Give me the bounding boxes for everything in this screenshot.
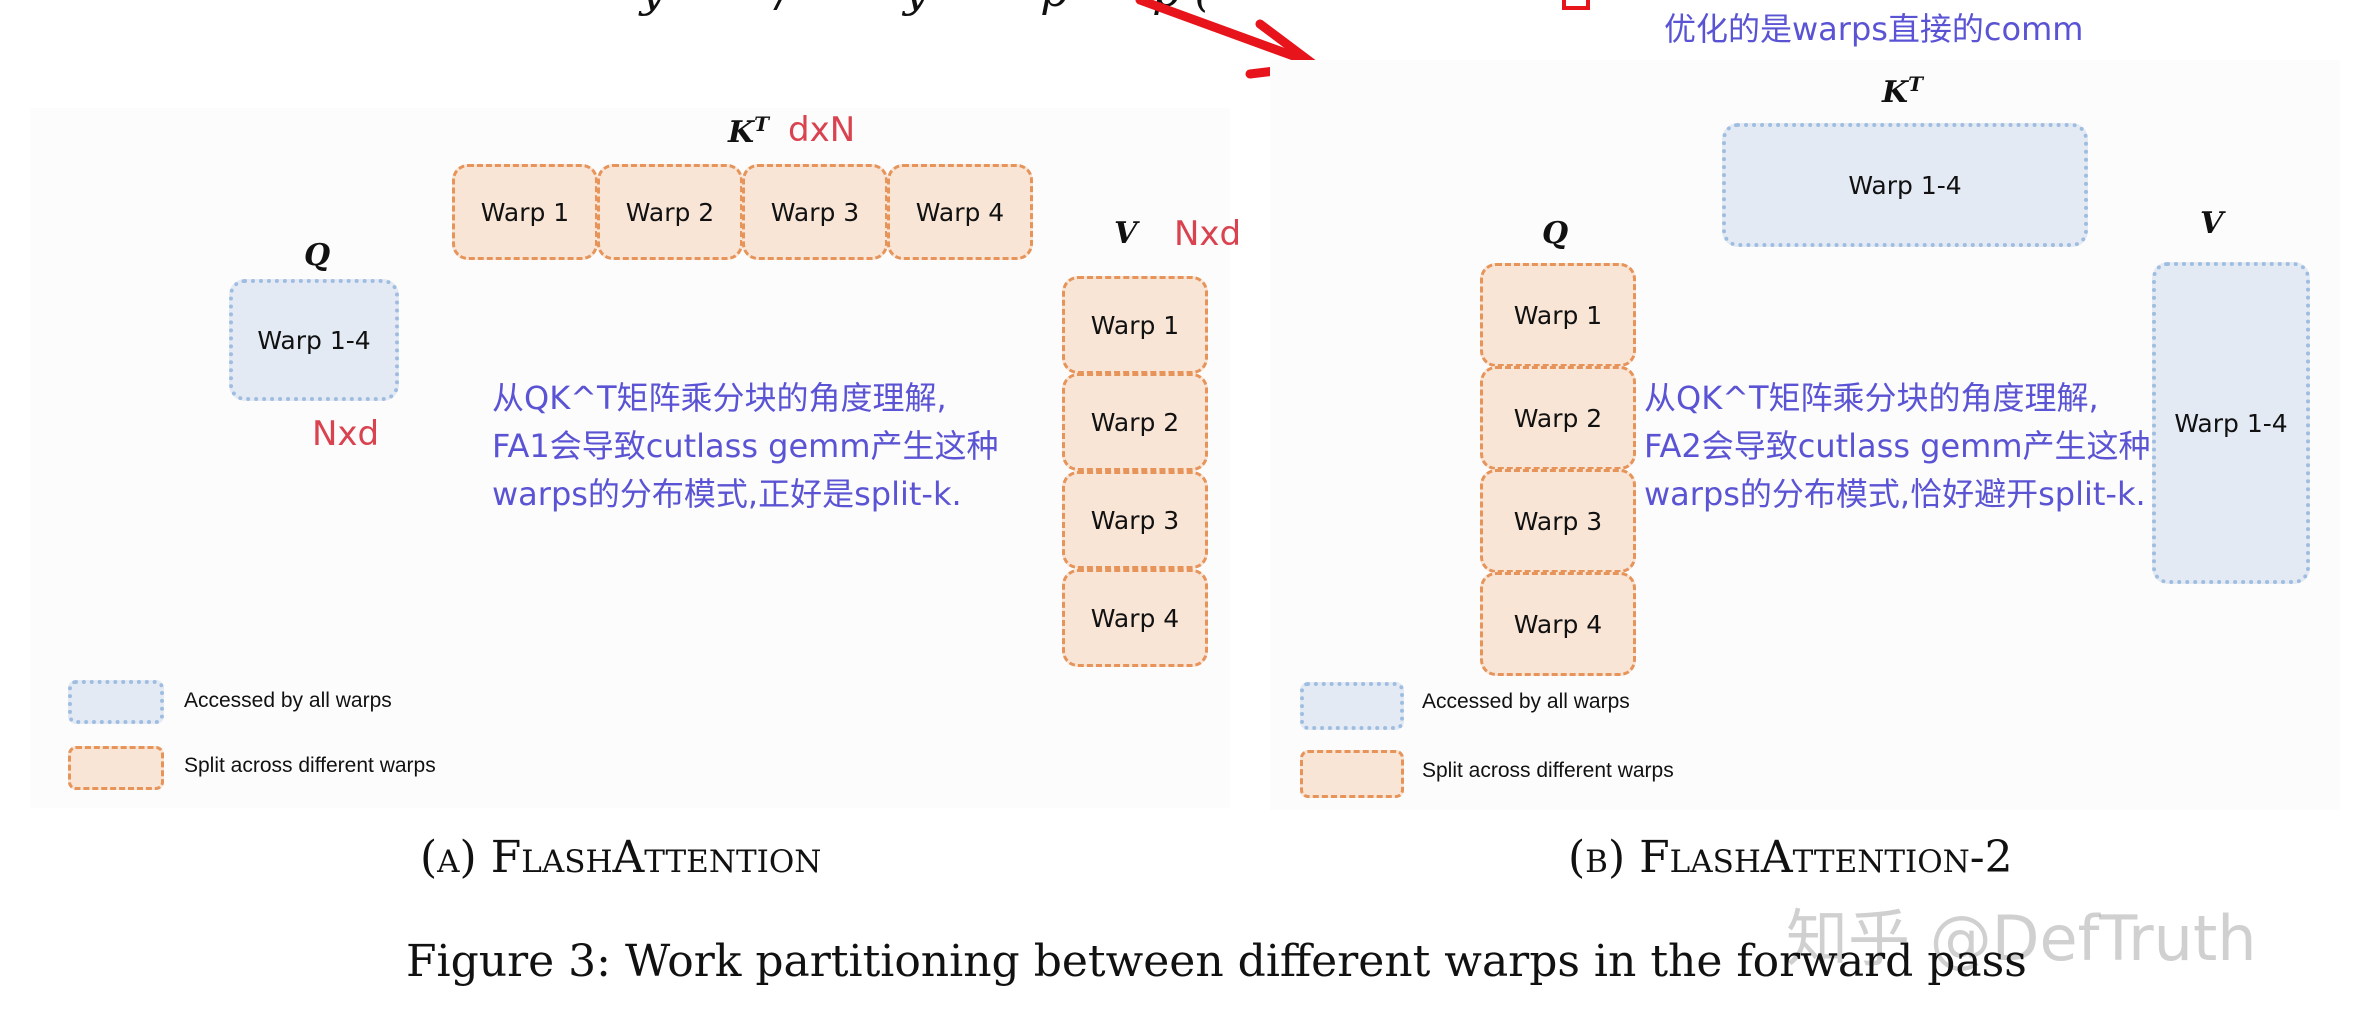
panel-a-caption: (a) FlashAttention [420, 832, 822, 883]
panel-a-kt-label: KT [728, 112, 769, 150]
panel-a-kt-warp-4: Warp 4 [887, 164, 1033, 260]
panel-b-annotation: 从QK^T矩阵乘分块的角度理解, FA2会导致cutlass gemm产生这种 … [1644, 374, 2151, 518]
panel-b-annotation-line-3: warps的分布模式,恰好避开split-k. [1644, 475, 2146, 513]
panel-b-v-box: Warp 1-4 [2152, 262, 2310, 584]
panel-b-q-warp-4: Warp 4 [1480, 572, 1636, 676]
panel-a-kt-warp-1: Warp 1 [452, 164, 598, 260]
watermark: 知乎 @DefTruth [1786, 902, 2257, 975]
panel-a-v-warp-2: Warp 2 [1062, 373, 1208, 471]
panel-a-q-label: Q [304, 238, 331, 273]
panel-b-legend-split-text: Split across different warps [1422, 759, 1674, 782]
panel-a-q-dim: Nxd [312, 414, 380, 454]
panel-a-legend-split-swatch [68, 746, 164, 790]
panel-a-q-box: Warp 1-4 [229, 279, 399, 401]
panel-b-v-label: V [2200, 206, 2224, 241]
panel-a-v-warp-1: Warp 1 [1062, 276, 1208, 374]
panel-a-v-dim: Nxd [1174, 214, 1242, 254]
panel-b-q-warp-1: Warp 1 [1480, 263, 1636, 367]
panel-a-annotation-line-1: 从QK^T矩阵乘分块的角度理解, [492, 379, 947, 417]
top-note: 优化的是warps直接的comm [1664, 10, 2084, 48]
panel-b-annotation-line-2: FA2会导致cutlass gemm产生这种 [1644, 427, 2151, 465]
panel-b-annotation-line-1: 从QK^T矩阵乘分块的角度理解, [1644, 379, 2099, 417]
panel-a-kt-warp-2: Warp 2 [597, 164, 743, 260]
panel-b-legend-shared-swatch [1300, 682, 1404, 730]
panel-b-q-warp-3: Warp 3 [1480, 469, 1636, 573]
panel-a-legend-split-text: Split across different warps [184, 754, 436, 777]
panel-a-annotation: 从QK^T矩阵乘分块的角度理解, FA1会导致cutlass gemm产生这种 … [492, 374, 999, 518]
panel-a-kt-dim: dxN [788, 110, 856, 150]
top-partial-text: y / y p p ( [640, 0, 1212, 17]
figure-caption: Figure 3: Work partitioning between diff… [406, 936, 2027, 987]
panel-a-legend-shared-text: Accessed by all warps [184, 689, 392, 712]
panel-a-legend-shared-swatch [68, 680, 164, 724]
panel-b-legend-split-swatch [1300, 750, 1404, 798]
panel-b-legend-shared-text: Accessed by all warps [1422, 690, 1630, 713]
top-red-marker [1562, 0, 1590, 10]
panel-b-caption: (b) FlashAttention-2 [1568, 832, 2013, 883]
panel-a-v-label: V [1114, 216, 1138, 251]
panel-a-annotation-line-2: FA1会导致cutlass gemm产生这种 [492, 427, 999, 465]
panel-b-q-warp-2: Warp 2 [1480, 366, 1636, 470]
panel-a-annotation-line-3: warps的分布模式,正好是split-k. [492, 475, 962, 513]
panel-a-kt-warp-3: Warp 3 [742, 164, 888, 260]
panel-a-v-warp-3: Warp 3 [1062, 471, 1208, 569]
panel-b-kt-label: KT [1882, 72, 1923, 110]
panel-a-v-warp-4: Warp 4 [1062, 569, 1208, 667]
panel-b-kt-box: Warp 1-4 [1722, 123, 2088, 247]
panel-b-q-label: Q [1542, 216, 1569, 251]
